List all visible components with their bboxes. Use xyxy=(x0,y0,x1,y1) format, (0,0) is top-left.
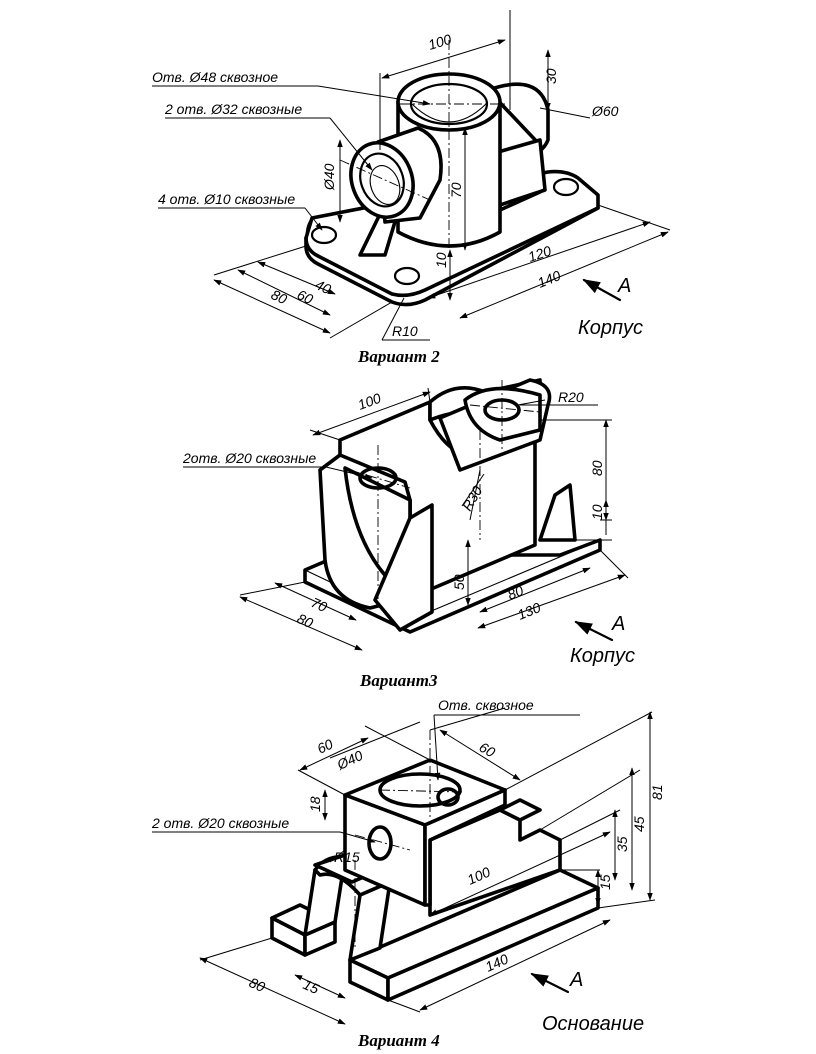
v2-callout-leaders xyxy=(152,85,431,231)
v3-axis-lines xyxy=(349,380,541,600)
v3-view-letter: A xyxy=(611,613,625,635)
v2-axis-lines xyxy=(339,40,505,250)
v2-view-letter: A xyxy=(617,275,631,297)
v2-dim-30: 30 xyxy=(543,68,559,84)
v2-dim-dia40: Ø40 xyxy=(321,163,337,191)
v2-dim-80: 80 xyxy=(269,286,290,307)
v4-dim-r15: R15 xyxy=(334,849,360,865)
v3-caption: Вариант3 xyxy=(359,671,438,690)
v2-dim-120: 120 xyxy=(526,242,553,265)
v3-dim-70: 70 xyxy=(309,594,330,615)
v3-view-arrow xyxy=(574,620,614,642)
v2-dim-140: 140 xyxy=(535,267,563,291)
v2-dim-r10: R10 xyxy=(392,323,418,339)
v3-dim-50: 50 xyxy=(451,574,467,590)
variant-4-drawing: Отв. сквозное 2 отв. Ø20 сквозные 60 Ø40… xyxy=(151,697,665,1050)
v2-dim-60: 60 xyxy=(295,286,316,307)
v3-top-boss xyxy=(438,378,552,472)
v2-horizontal-cylinder xyxy=(349,126,443,224)
variant-2-drawing: Отв. Ø48 сквозное 2 отв. Ø32 сквозные 4 … xyxy=(152,10,671,366)
v3-callout-leader xyxy=(183,466,373,480)
v3-dimension-lines xyxy=(239,387,629,651)
v2-dim-dia60: Ø60 xyxy=(591,103,619,119)
v4-dim-60-left: 60 xyxy=(315,736,336,757)
v4-view-arrow xyxy=(530,972,570,994)
v4-callout-leaders xyxy=(152,714,580,843)
v2-dim-10: 10 xyxy=(433,252,449,268)
v4-dim-45: 45 xyxy=(631,816,647,832)
v2-callout-holes10: 4 отв. Ø10 сквозные xyxy=(158,191,295,207)
v2-caption: Вариант 2 xyxy=(357,347,440,366)
v4-dim-80: 80 xyxy=(247,974,268,995)
v2-dim-70: 70 xyxy=(448,182,464,198)
v3-dim-80-bottom: 80 xyxy=(295,610,316,631)
v4-dim-18: 18 xyxy=(307,796,323,812)
v3-dim-100: 100 xyxy=(356,390,384,413)
v4-dimension-lines xyxy=(199,707,656,1025)
v4-dim-15-vertical: 15 xyxy=(597,874,613,890)
v4-dim-35: 35 xyxy=(614,836,630,852)
v2-callout-holes32: 2 отв. Ø32 сквозные xyxy=(164,101,302,117)
v4-dim-15: 15 xyxy=(301,976,322,997)
v3-ribs xyxy=(373,483,577,632)
v4-callout-holes20: 2 отв. Ø20 сквозные xyxy=(151,815,289,831)
v4-dim-dia40: Ø40 xyxy=(334,747,366,773)
v3-part-name: Корпус xyxy=(570,645,635,667)
v4-dim-81: 81 xyxy=(649,784,665,800)
v2-view-arrow xyxy=(582,278,622,302)
v2-callout-hole48: Отв. Ø48 сквозное xyxy=(152,69,278,85)
v2-part-name: Корпус xyxy=(578,317,643,339)
v2-dim-100: 100 xyxy=(426,31,453,53)
v4-axis-lines xyxy=(354,730,463,950)
v4-view-letter: A xyxy=(569,969,583,991)
v2-dimension-lines xyxy=(213,10,671,341)
v4-callout-hole: Отв. сквозное xyxy=(438,697,534,713)
v4-side-hole xyxy=(367,825,393,861)
v4-caption: Вариант 4 xyxy=(357,1031,440,1050)
v3-dim-130: 130 xyxy=(515,599,543,623)
v3-dim-80-vertical: 80 xyxy=(589,460,605,476)
v3-dim-r20: R20 xyxy=(558,389,584,405)
v4-part-name: Основание xyxy=(542,1013,644,1035)
v4-dim-60-right: 60 xyxy=(477,739,499,761)
variant-3-drawing: 2отв. Ø20 сквозные 100 R20 80 10 R30 50 … xyxy=(182,378,635,690)
v2-dim-40: 40 xyxy=(313,276,334,297)
v3-dim-80: 80 xyxy=(505,582,526,603)
v3-dim-10: 10 xyxy=(589,504,605,520)
v3-callout-holes20: 2отв. Ø20 сквозные xyxy=(182,450,316,466)
